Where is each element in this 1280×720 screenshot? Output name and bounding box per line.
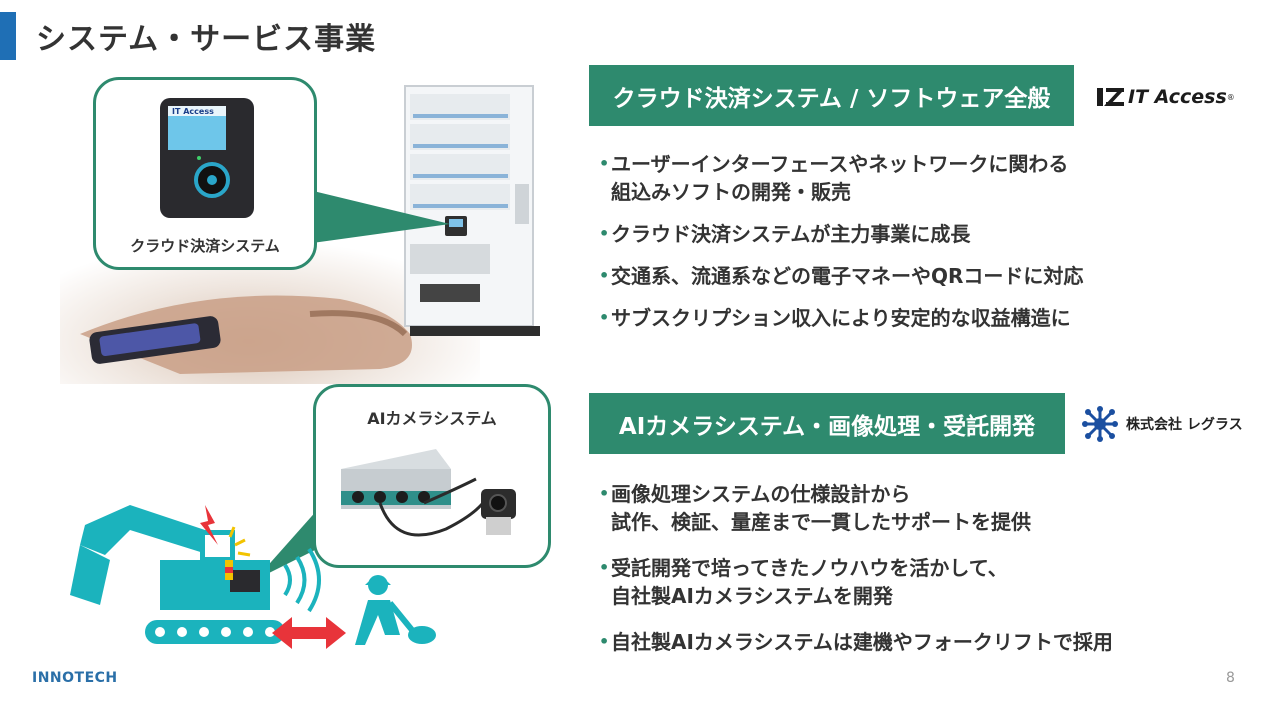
callout-cloud-payment: IT Access クラウド決済システム — [93, 77, 317, 270]
list-item: • ユーザーインターフェースやネットワークに関わる組込みソフトの開発・販売 — [599, 150, 1083, 206]
bullet-line: ユーザーインターフェースやネットワークに関わる — [611, 152, 1069, 176]
callout-ai-camera: AIカメラシステム — [313, 384, 551, 568]
bullet-dot-icon: • — [599, 558, 610, 577]
bullet-dot-icon: • — [599, 632, 610, 651]
callout-label-cloud-payment: クラウド決済システム — [130, 237, 280, 255]
bullet-line: 交通系、流通系などの電子マネーやQRコードに対応 — [611, 264, 1084, 288]
bullet-dot-icon: • — [599, 484, 610, 503]
it-access-logo: IT Access ® — [1096, 86, 1235, 108]
list-item: • クラウド決済システムが主力事業に成長 — [599, 220, 1083, 248]
section1-bullets: • ユーザーインターフェースやネットワークに関わる組込みソフトの開発・販売 • … — [599, 150, 1083, 346]
legras-logo-icon — [1082, 406, 1118, 442]
section-heading-ai-camera: AIカメラシステム・画像処理・受託開発 — [589, 393, 1065, 454]
bullet-line: 自社製AIカメラシステムを開発 — [611, 584, 893, 608]
title-accent-bar — [0, 12, 16, 60]
legras-logo-text: 株式会社 レグラス — [1126, 417, 1243, 433]
section-heading-cloud-payment: クラウド決済システム / ソフトウェア全般 — [589, 65, 1074, 126]
list-item: • 受託開発で培ってきたノウハウを活かして、自社製AIカメラシステムを開発 — [599, 554, 1113, 610]
it-access-logo-text: IT Access — [1128, 86, 1227, 108]
list-item: • 画像処理システムの仕様設計から試作、検証、量産まで一貫したサポートを提供 — [599, 480, 1113, 536]
bullet-dot-icon: • — [599, 308, 610, 327]
terminal-screen-text: IT Access — [172, 107, 214, 116]
payment-terminal-icon — [160, 98, 254, 218]
page-title: システム・サービス事業 — [36, 22, 377, 57]
callout-label-ai-camera: AIカメラシステム — [367, 409, 497, 428]
legras-logo: 株式会社 レグラス — [1082, 406, 1243, 442]
bullet-line: 自社製AIカメラシステムは建機やフォークリフトで採用 — [611, 630, 1113, 654]
ai-camera-device-icon — [341, 449, 516, 537]
bullet-line: 画像処理システムの仕様設計から — [611, 482, 911, 506]
list-item: • サブスクリプション収入により安定的な収益構造に — [599, 304, 1083, 332]
it-access-logo-icon — [1097, 88, 1124, 106]
bullet-dot-icon: • — [599, 154, 610, 173]
bullet-dot-icon: • — [599, 266, 610, 285]
list-item: • 交通系、流通系などの電子マネーやQRコードに対応 — [599, 262, 1083, 290]
bullet-line: 組込みソフトの開発・販売 — [611, 180, 851, 204]
section2-bullets: • 画像処理システムの仕様設計から試作、検証、量産まで一貫したサポートを提供 •… — [599, 480, 1113, 670]
bullet-line: クラウド決済システムが主力事業に成長 — [611, 222, 971, 246]
page-number: 8 — [1226, 670, 1235, 686]
innotech-logo: INNOTECH — [32, 670, 118, 686]
list-item: • 自社製AIカメラシステムは建機やフォークリフトで採用 — [599, 628, 1113, 656]
bullet-line: 試作、検証、量産まで一貫したサポートを提供 — [611, 510, 1031, 534]
bullet-line: サブスクリプション収入により安定的な収益構造に — [611, 306, 1071, 330]
bullet-line: 受託開発で培ってきたノウハウを活かして、 — [611, 556, 1008, 580]
bullet-dot-icon: • — [599, 224, 610, 243]
